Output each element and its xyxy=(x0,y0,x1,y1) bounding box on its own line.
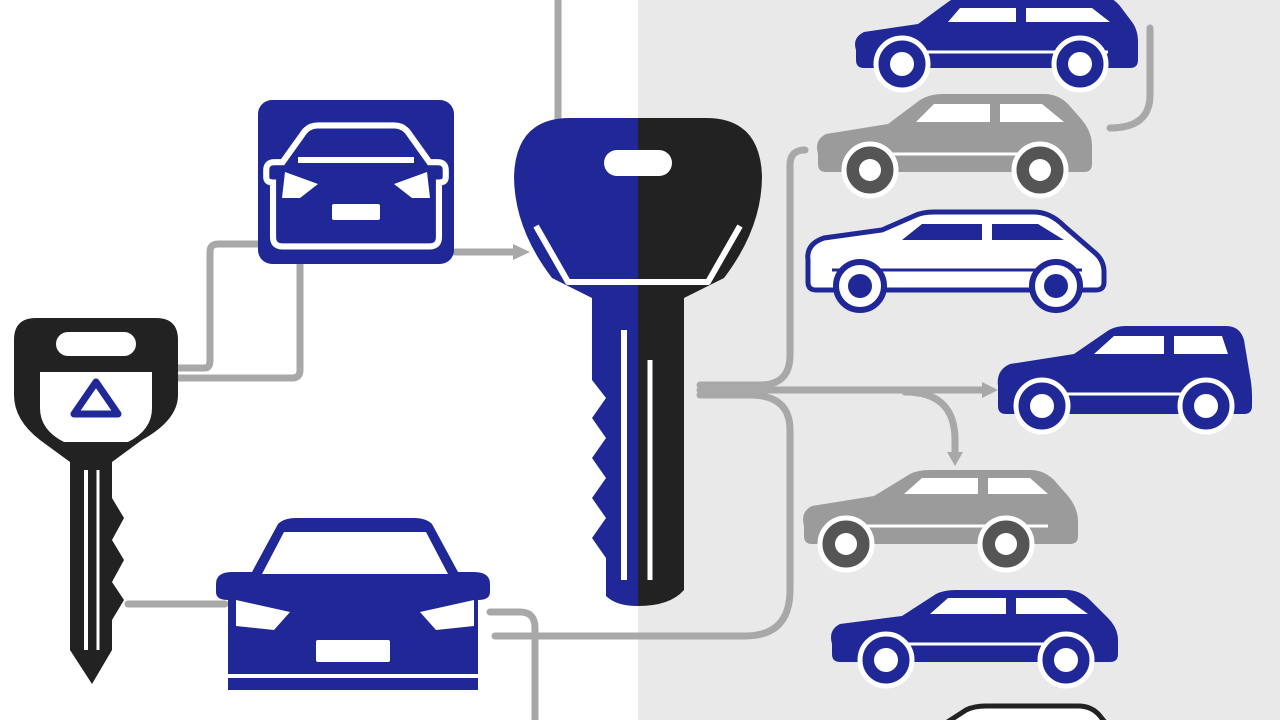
car-icon-box xyxy=(258,100,454,264)
connector-key-to-box-2 xyxy=(174,258,304,382)
master-key xyxy=(514,118,762,606)
fleet-car-2 xyxy=(817,94,1092,199)
large-front-car xyxy=(216,518,490,690)
arrow-to-master-key xyxy=(513,244,530,260)
fleet-car-6 xyxy=(831,590,1118,689)
connector-bottom-car-down xyxy=(486,608,539,720)
fleet-car-1 xyxy=(855,0,1138,93)
fleet-car-5 xyxy=(803,470,1078,573)
connector-hub-down xyxy=(901,388,959,459)
fleet-car-7 xyxy=(946,703,1107,720)
connector-lines xyxy=(124,0,1154,720)
small-key xyxy=(14,318,178,684)
fleet-car-4 xyxy=(997,326,1252,435)
arrowheads xyxy=(513,244,998,466)
connector-hub-up xyxy=(696,146,809,389)
arrow-to-fleet-car xyxy=(982,382,998,398)
fleet-list xyxy=(803,0,1252,720)
arrow-down-fleet xyxy=(947,452,963,466)
connector-top-right xyxy=(1106,24,1154,132)
fleet-car-3 xyxy=(805,209,1107,313)
connector-bottom-loop xyxy=(491,391,794,640)
triangle-emblem-icon xyxy=(70,378,122,418)
connector-key-to-box xyxy=(174,240,266,372)
